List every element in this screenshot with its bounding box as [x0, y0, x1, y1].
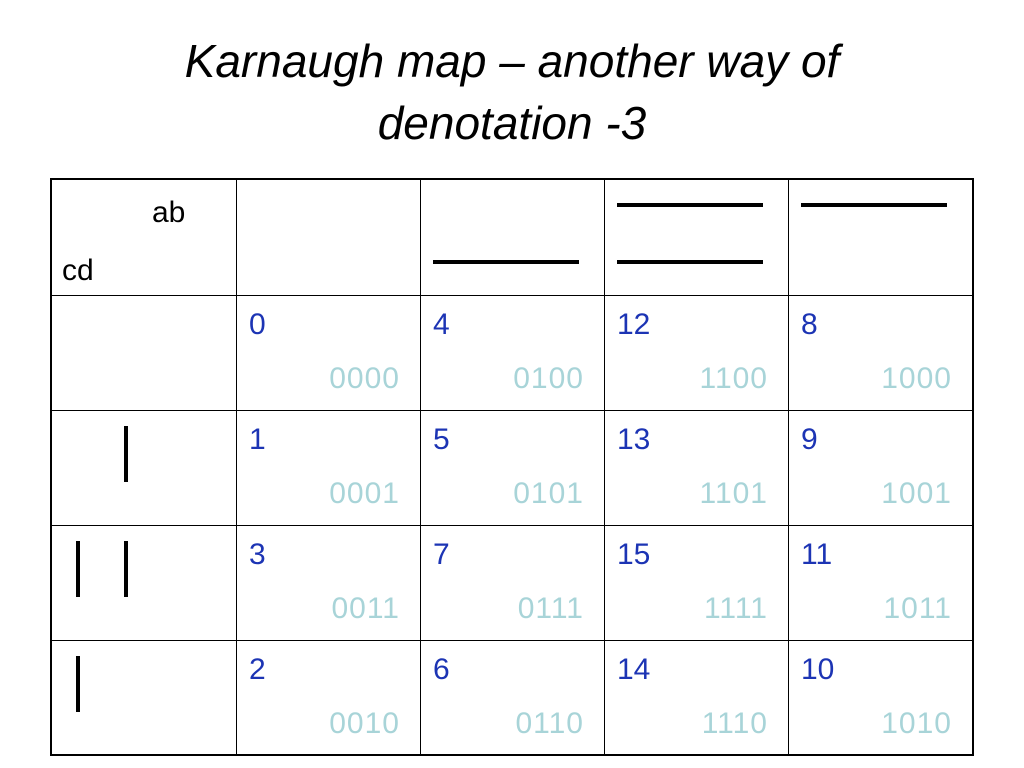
column-header-4 [789, 180, 972, 296]
map-cell: 13 1101 [605, 411, 789, 526]
cell-index: 4 [433, 308, 450, 341]
slide-title-line-2: denotation -3 [377, 97, 647, 149]
map-cell: 0 0000 [237, 296, 421, 411]
cell-index: 15 [617, 538, 651, 571]
overline-bar [124, 541, 128, 597]
cell-binary: 0001 [329, 477, 400, 510]
cell-binary: 1010 [881, 707, 952, 740]
map-cell: 10 1010 [789, 641, 972, 754]
map-cell: 4 0100 [421, 296, 605, 411]
map-cell: 6 0110 [421, 641, 605, 754]
cell-index: 0 [249, 308, 266, 341]
row-header-3 [52, 526, 237, 641]
map-cell: 14 1110 [605, 641, 789, 754]
overline-bar [801, 203, 947, 207]
column-header-1 [237, 180, 421, 296]
karnaugh-map-table: ab cd 0 0000 4 0100 12 1100 8 1000 1 000… [50, 178, 974, 756]
map-cell: 3 0011 [237, 526, 421, 641]
map-cell: 5 0101 [421, 411, 605, 526]
map-cell: 12 1100 [605, 296, 789, 411]
cell-binary: 1111 [703, 592, 768, 625]
cell-binary: 1100 [699, 362, 768, 395]
cell-binary: 0101 [513, 477, 584, 510]
cell-binary: 1001 [881, 477, 952, 510]
cell-binary: 1011 [883, 592, 952, 625]
map-cell: 8 1000 [789, 296, 972, 411]
overline-bar [433, 260, 579, 264]
cell-binary: 0100 [513, 362, 584, 395]
cell-binary: 0010 [329, 707, 400, 740]
cell-binary: 1000 [881, 362, 952, 395]
map-cell: 1 0001 [237, 411, 421, 526]
cell-index: 6 [433, 653, 450, 686]
column-header-3 [605, 180, 789, 296]
cell-index: 1 [249, 423, 266, 456]
cell-index: 14 [617, 653, 651, 686]
cell-binary: 0000 [329, 362, 400, 395]
cell-binary: 1110 [701, 707, 768, 740]
slide-title-line-1: Karnaugh map – another way of [184, 35, 840, 87]
map-cell: 2 0010 [237, 641, 421, 754]
row-header-2 [52, 411, 237, 526]
ab-label: ab [152, 196, 186, 229]
map-cell: 15 1111 [605, 526, 789, 641]
overline-bar [617, 260, 763, 264]
map-cell: 7 0111 [421, 526, 605, 641]
cd-label: cd [62, 254, 94, 287]
cell-index: 13 [617, 423, 651, 456]
column-header-2 [421, 180, 605, 296]
cell-index: 5 [433, 423, 450, 456]
cell-binary: 0111 [517, 592, 584, 625]
cell-index: 2 [249, 653, 266, 686]
map-cell: 11 1011 [789, 526, 972, 641]
cell-binary: 1101 [699, 477, 768, 510]
cell-index: 3 [249, 538, 266, 571]
cell-binary: 0110 [515, 707, 584, 740]
overline-bar [617, 203, 763, 207]
slide-title: Karnaugh map – another way of denotation… [0, 30, 1024, 154]
row-header-4 [52, 641, 237, 754]
corner-header-cell: ab cd [52, 180, 237, 296]
cell-index: 8 [801, 308, 818, 341]
cell-index: 10 [801, 653, 835, 686]
cell-binary: 0011 [331, 592, 400, 625]
overline-bar [76, 541, 80, 597]
cell-index: 9 [801, 423, 818, 456]
cell-index: 11 [801, 538, 833, 571]
map-cell: 9 1001 [789, 411, 972, 526]
cell-index: 12 [617, 308, 651, 341]
row-header-1 [52, 296, 237, 411]
overline-bar [124, 426, 128, 482]
overline-bar [76, 656, 80, 712]
cell-index: 7 [433, 538, 450, 571]
